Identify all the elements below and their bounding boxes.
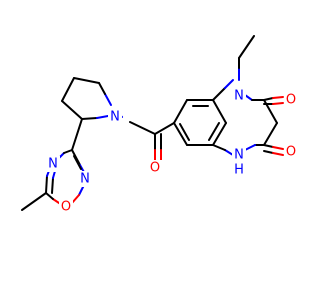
bond-aromatic <box>173 122 188 146</box>
molecule-structure-diagram: N O O N H O N N O N <box>21 35 298 215</box>
bond-c3-n4 <box>263 122 278 146</box>
bond-pyrrolidine <box>73 77 100 84</box>
bond-c3-o <box>263 144 274 148</box>
bond-aromatic <box>212 99 227 124</box>
bond-oxadiazole <box>71 194 80 204</box>
atom-label-layer: N O O N H O N N O N <box>46 88 298 215</box>
bond-aromatic <box>173 99 188 124</box>
bond-n4-c4a <box>224 149 234 156</box>
atom-n-oxadiazole-left: N <box>48 157 58 172</box>
bond-ethyl <box>238 35 255 59</box>
bond-methyl <box>21 192 47 211</box>
bond-pyrrolidine <box>96 115 109 119</box>
bond-n1-c2 <box>244 94 253 101</box>
bond-aromatic-inner <box>208 122 220 141</box>
atom-o-oxadiazole: O <box>61 200 71 215</box>
atom-n-pyrrolidine: N <box>110 110 120 125</box>
bond-oxadiazole <box>45 192 54 200</box>
bond-pyrrolidine <box>98 82 106 95</box>
bond-oxadiazole-double <box>52 170 56 179</box>
bond-oxadiazole-double <box>73 155 82 170</box>
bond-pyrrolidine <box>104 93 112 106</box>
atom-o-c2: O <box>286 93 296 108</box>
bond-n4-c4a <box>212 144 226 151</box>
bond-pyrrolidine <box>61 100 83 120</box>
bond-aromatic-inner <box>179 123 190 141</box>
bond-carbonyl-n <box>129 121 156 135</box>
bond-c3-o <box>272 146 284 150</box>
bond-ring-carbonyl <box>154 122 175 135</box>
bond-pyrrolidine <box>61 77 75 102</box>
bond-c8a-n1 <box>212 87 226 101</box>
bond-oxadiazole-double <box>51 177 54 194</box>
bond-c3-o-double <box>263 150 274 154</box>
atom-n4-hydrogen: H <box>234 163 244 178</box>
bond-c2-o <box>272 96 284 99</box>
bond-c3-o-double <box>272 152 284 156</box>
bond-oxadiazole <box>63 149 73 154</box>
bond-oxadiazole <box>71 149 81 166</box>
bond-c2-o <box>263 97 274 101</box>
bond-c2-o-double <box>272 102 284 105</box>
bond-layer <box>21 35 284 211</box>
atom-o-c3: O <box>286 145 296 160</box>
bond-oxadiazole <box>45 175 48 194</box>
atom-n1: N <box>234 89 244 104</box>
atom-o-amide: O <box>150 161 160 176</box>
bond-c8a-n1 <box>224 79 234 89</box>
bond-pyrrolidine-oxadiazole <box>71 118 83 151</box>
bond-c3-n4 <box>244 144 256 151</box>
atom-n4: N <box>234 148 244 163</box>
molecule-svg: N O O N H O N N O N <box>21 35 298 215</box>
atom-n-oxadiazole-top: N <box>80 172 90 187</box>
bond-pyrrolidine <box>81 117 98 120</box>
bond-aromatic <box>212 122 227 146</box>
